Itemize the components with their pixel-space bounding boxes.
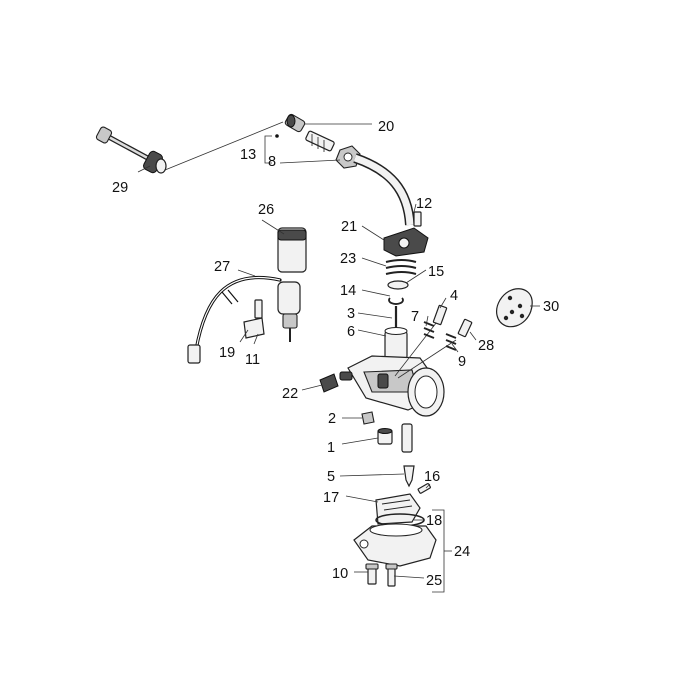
label-19: 19 — [219, 345, 235, 361]
label-17: 17 — [323, 490, 339, 506]
label-12: 12 — [416, 196, 432, 212]
label-8: 8 — [268, 154, 276, 170]
label-23: 23 — [340, 251, 356, 267]
label-18: 18 — [426, 513, 442, 529]
label-28: 28 — [478, 338, 494, 354]
top-cover-part-21 — [383, 227, 429, 257]
label-22: 22 — [282, 386, 298, 402]
label-27: 27 — [214, 259, 230, 275]
label-21: 21 — [341, 219, 357, 235]
float-needle-part-5 — [403, 465, 415, 488]
spark-cap-part-26 — [277, 227, 307, 273]
washer-part-15 — [387, 280, 409, 290]
carburetor-body — [339, 317, 457, 417]
slide-part-6 — [384, 327, 408, 361]
label-26: 26 — [258, 202, 274, 218]
label-15: 15 — [428, 264, 444, 280]
spring-part-7 — [423, 321, 435, 339]
label-11: 11 — [245, 352, 260, 368]
part-number-labels: 29 20 13 8 26 27 19 11 21 12 23 15 14 3 … — [112, 119, 559, 589]
screw-part-4 — [432, 304, 448, 326]
ignition-cable-part-27 — [187, 269, 282, 364]
label-14: 14 — [340, 283, 356, 299]
float-part-17 — [375, 493, 421, 525]
label-5: 5 — [327, 469, 335, 485]
jet-part-1 — [377, 428, 393, 445]
screw-part-28 — [457, 318, 473, 338]
float-bowl — [353, 523, 437, 567]
label-4: 4 — [450, 288, 458, 304]
clip-part-19-11 — [239, 299, 265, 345]
screw-part-12 — [413, 211, 422, 227]
spark-plug-cap-body — [277, 281, 301, 342]
spring-part-9 — [445, 333, 457, 351]
cable-adjuster-part-20 — [284, 113, 306, 133]
screw-part-10 — [365, 563, 379, 585]
screw-part-25 — [385, 563, 398, 587]
bracket-13 — [264, 135, 272, 164]
clip-part-14 — [388, 297, 404, 305]
label-3: 3 — [347, 306, 355, 322]
idle-screw-part-22 — [319, 373, 339, 393]
label-16: 16 — [424, 469, 440, 485]
throttle-cable-assembly — [95, 113, 415, 226]
label-29: 29 — [112, 180, 128, 196]
pin-part-16 — [417, 483, 431, 494]
cable-rod-part-29 — [95, 126, 167, 174]
label-10: 10 — [332, 566, 348, 582]
jet-part-2 — [361, 411, 375, 425]
plate-part-30 — [496, 288, 533, 328]
leader-lines — [137, 165, 540, 579]
label-7: 7 — [411, 309, 419, 325]
label-13: 13 — [240, 147, 256, 163]
adjuster-screw-part-13 — [305, 130, 335, 152]
spring-part-23 — [385, 259, 417, 275]
label-2: 2 — [328, 411, 336, 427]
label-24: 24 — [454, 544, 470, 560]
label-9: 9 — [458, 354, 466, 370]
label-25: 25 — [426, 573, 442, 589]
label-1: 1 — [327, 440, 335, 456]
label-6: 6 — [347, 324, 355, 340]
emulsion-tube — [401, 423, 413, 453]
label-30: 30 — [543, 299, 559, 315]
label-20: 20 — [378, 119, 394, 135]
